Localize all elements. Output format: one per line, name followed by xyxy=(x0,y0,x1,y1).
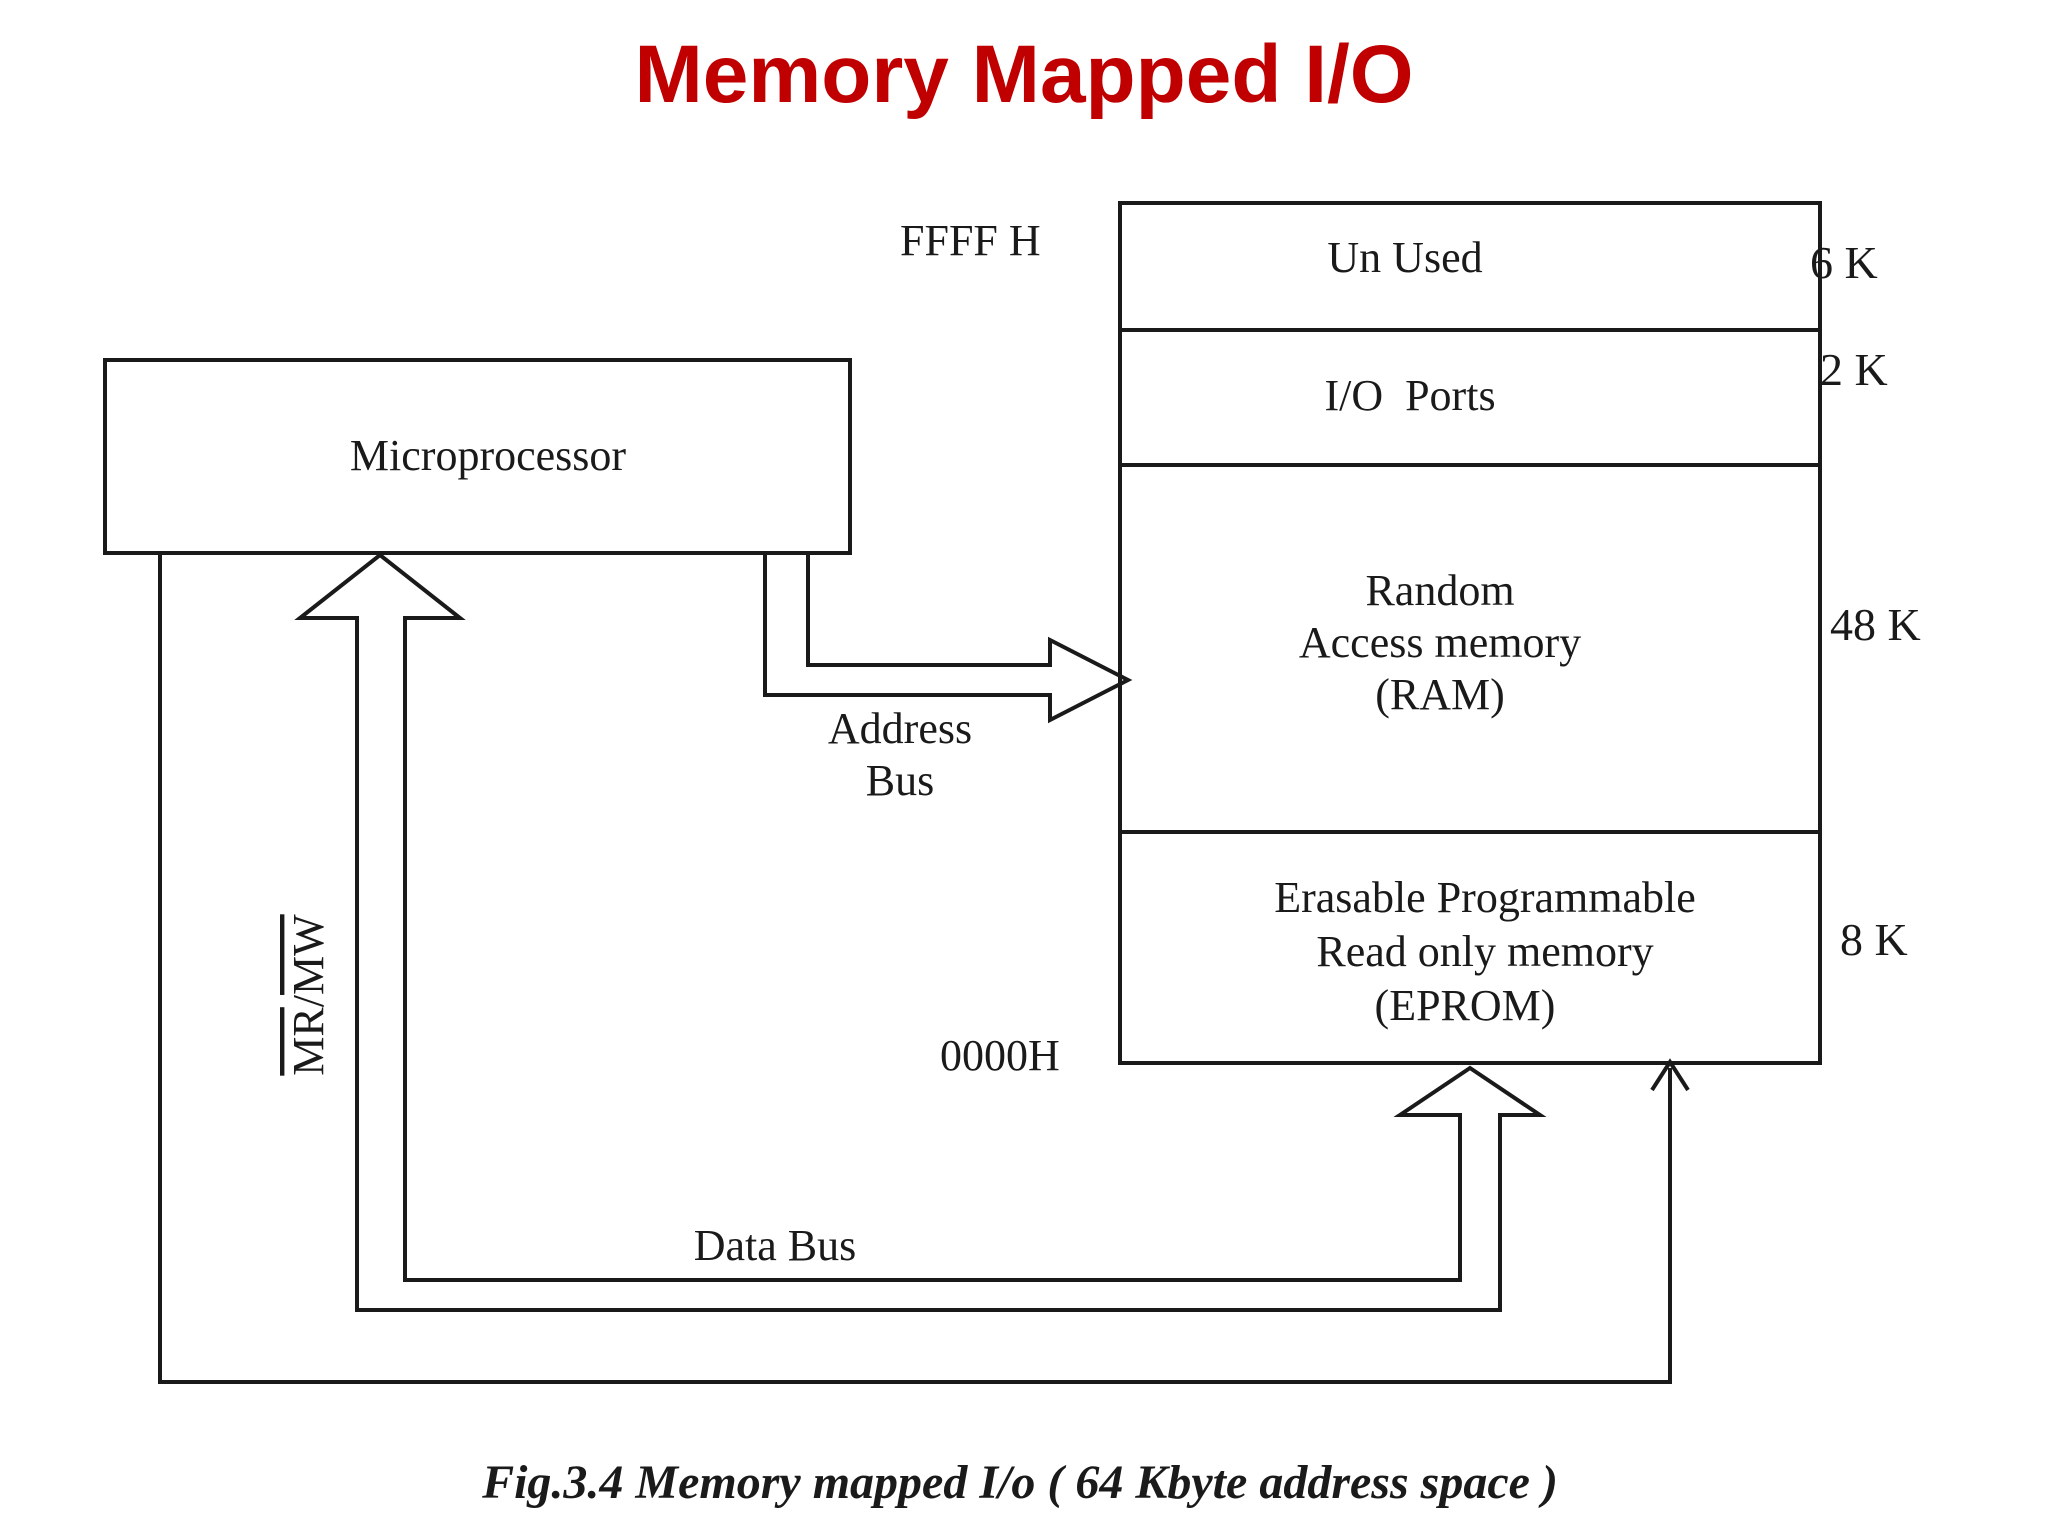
memory-map-box xyxy=(1118,201,1822,1065)
control-signal-mw: MW xyxy=(284,914,333,995)
region-eprom-line-1: Erasable Programmable xyxy=(1274,873,1696,922)
control-line-arrowhead xyxy=(1650,1058,1690,1092)
control-signal-mr: MR xyxy=(284,1007,333,1076)
region-io-ports-line-1: I/O Ports xyxy=(1324,371,1495,420)
data-bus-arrow xyxy=(294,552,1547,1312)
control-signal-label: MR/MW xyxy=(284,914,333,1076)
control-signal-separator: / xyxy=(284,994,333,1007)
microprocessor-label: Microprocessor xyxy=(350,431,626,480)
region-eprom-line-2: Read only memory xyxy=(1316,927,1653,976)
region-ram-line-3: (RAM) xyxy=(1375,670,1505,719)
page-title: Memory Mapped I/O xyxy=(634,29,1414,120)
address-bottom: 0000H xyxy=(940,1031,1060,1080)
figure-caption: Fig.3.4 Memory mapped I/o ( 64 Kbyte add… xyxy=(481,1456,1558,1509)
memory-map-block: Un Used I/O Ports Random Access memory (… xyxy=(900,201,1921,1080)
size-eprom: 8 K xyxy=(1840,914,1908,965)
region-ram-line-2: Access memory xyxy=(1299,618,1581,667)
region-unused-line-1: Un Used xyxy=(1327,233,1482,282)
control-line xyxy=(158,553,1672,1384)
control-signal-text: MR/MW xyxy=(284,914,333,1076)
size-io-ports: 2 K xyxy=(1820,344,1888,395)
microprocessor-block: Microprocessor xyxy=(103,358,852,555)
address-top: FFFF H xyxy=(900,216,1041,265)
region-eprom-line-3: (EPROM) xyxy=(1375,981,1556,1030)
size-ram: 48 K xyxy=(1830,599,1921,650)
microprocessor-box xyxy=(103,358,852,555)
size-unused: 6 K xyxy=(1810,237,1878,288)
address-bus-label-line-2: Bus xyxy=(866,756,934,805)
address-bus-label-line-1: Address xyxy=(828,704,972,753)
data-bus-label: Data Bus xyxy=(694,1221,857,1270)
region-ram-line-1: Random xyxy=(1365,566,1514,615)
address-bus-arrow xyxy=(763,553,1133,724)
